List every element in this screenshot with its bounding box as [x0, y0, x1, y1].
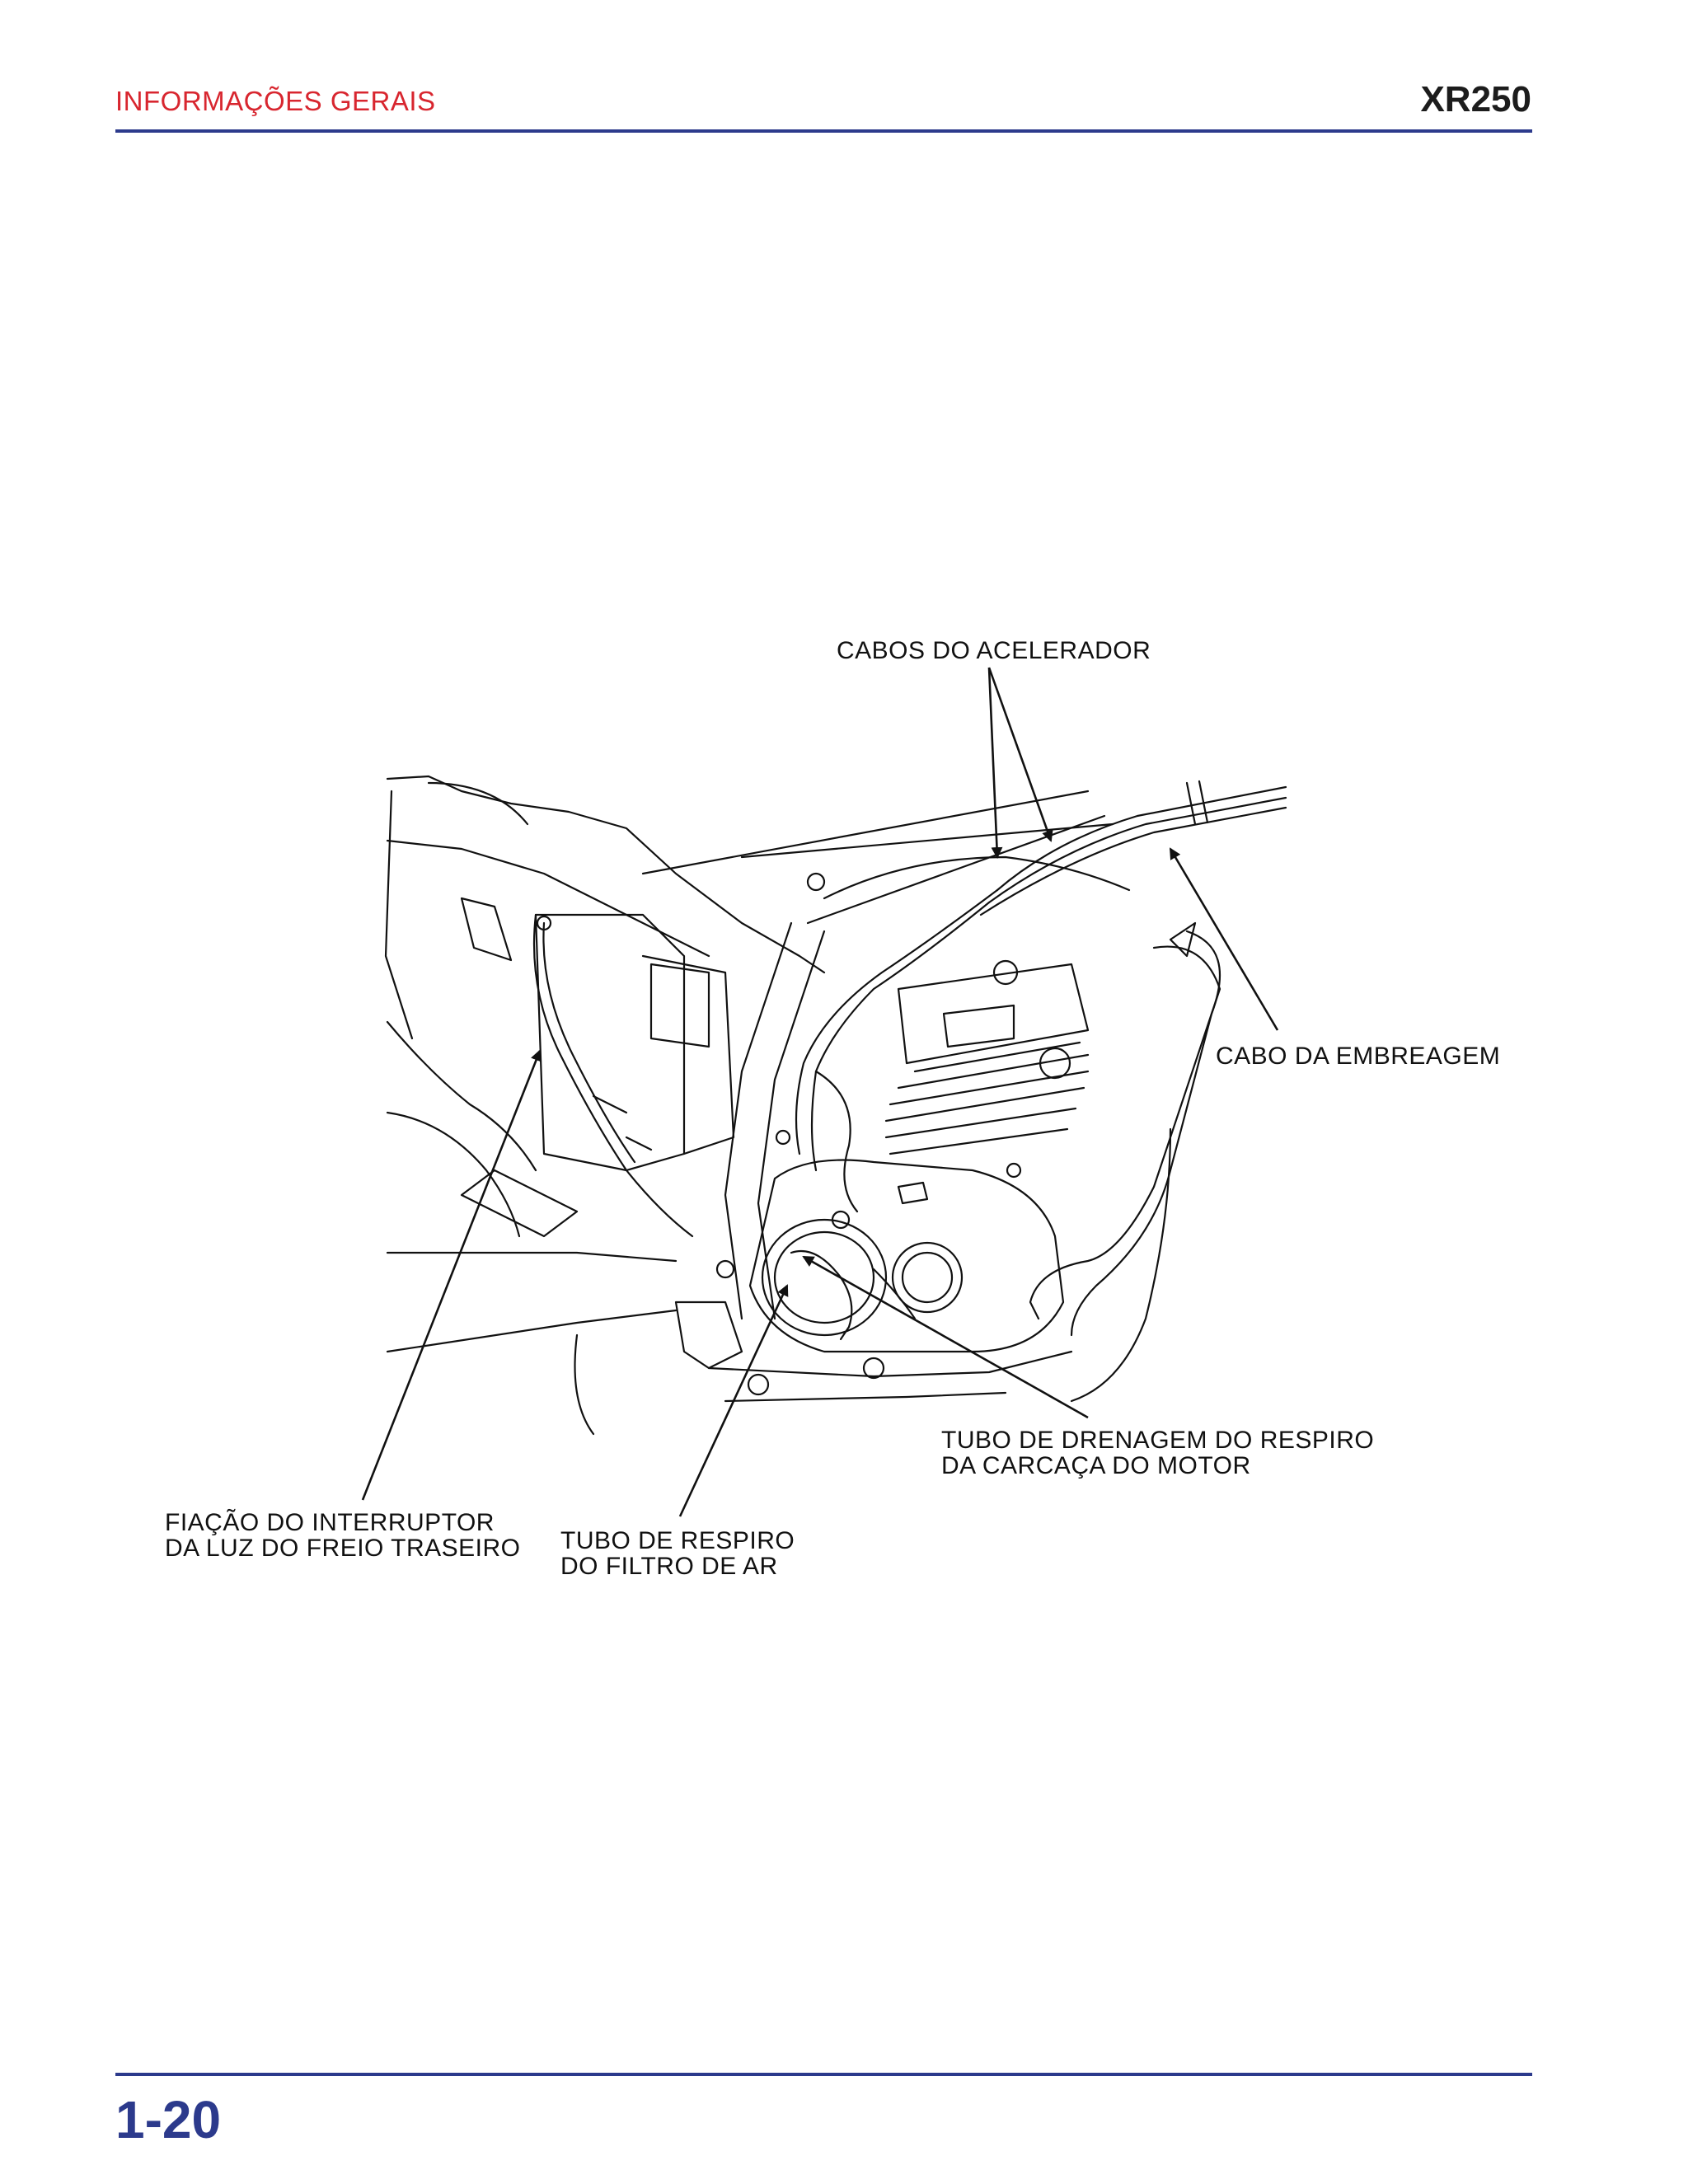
- callout-air-filter-breather: TUBO DE RESPIRO DO FILTRO DE AR: [560, 1528, 795, 1579]
- footer-rule: [115, 2073, 1532, 2076]
- callout-line: TUBO DE DRENAGEM DO RESPIRO: [941, 1427, 1375, 1454]
- callout-line: DA LUZ DO FREIO TRASEIRO: [165, 1535, 521, 1562]
- page-number: 1-20: [115, 2090, 222, 2149]
- section-title: INFORMAÇÕES GERAIS: [115, 86, 436, 116]
- callout-line: DO FILTRO DE AR: [560, 1553, 778, 1580]
- header-rule: [115, 129, 1532, 133]
- model-name: XR250: [1420, 79, 1531, 120]
- callout-clutch-cable: CABO DA EMBREAGEM: [1216, 1043, 1501, 1070]
- callout-brake-switch-wire: FIAÇÃO DO INTERRUPTOR DA LUZ DO FREIO TR…: [165, 1510, 521, 1561]
- callout-throttle-cables: CABOS DO ACELERADOR: [837, 637, 1151, 664]
- callout-line: DA CARCAÇA DO MOTOR: [941, 1452, 1251, 1479]
- callout-crankcase-breather-drain: TUBO DE DRENAGEM DO RESPIRO DA CARCAÇA D…: [941, 1427, 1374, 1479]
- callout-line: FIAÇÃO DO INTERRUPTOR: [165, 1509, 495, 1536]
- callout-line: TUBO DE RESPIRO: [560, 1527, 795, 1554]
